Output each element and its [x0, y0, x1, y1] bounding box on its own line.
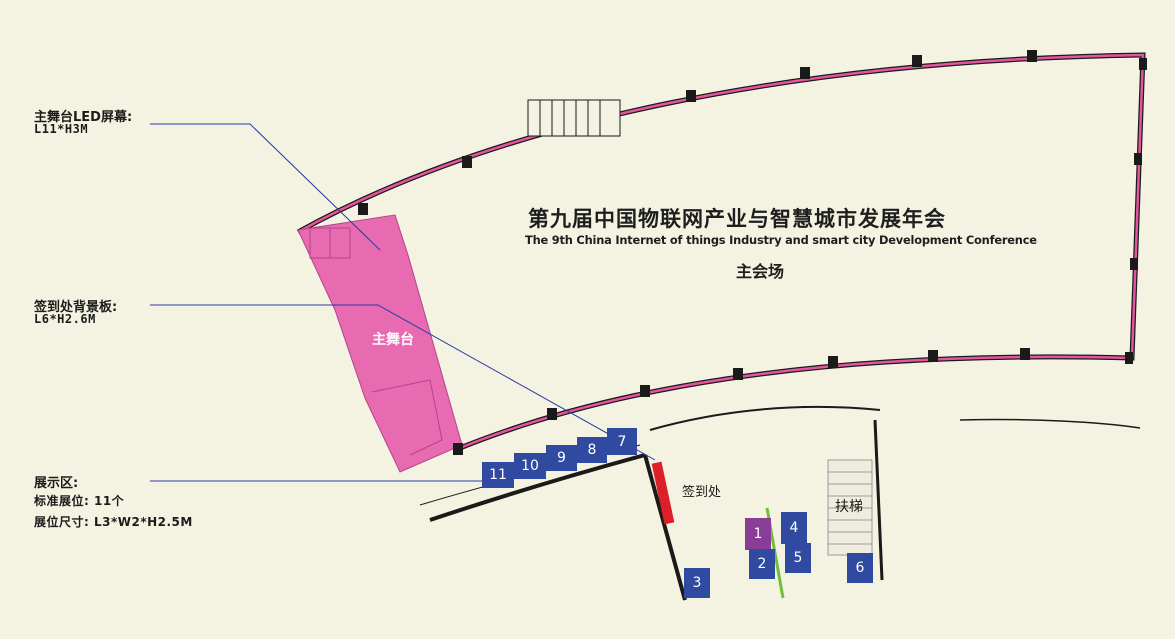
booth-11[interactable]: 11	[482, 462, 514, 488]
bottom-right-curve	[959, 418, 1141, 429]
booth-2[interactable]: 2	[749, 549, 775, 579]
top-staircase	[527, 99, 621, 137]
booth-5[interactable]: 5	[785, 543, 811, 573]
leader-lines	[150, 123, 656, 482]
booth-4[interactable]: 4	[781, 512, 807, 544]
wall-pillars	[358, 50, 1147, 455]
led-callout-title: 主舞台LED屏幕:	[34, 110, 133, 125]
booth-10[interactable]: 10	[514, 453, 546, 479]
booth-1[interactable]: 1	[745, 518, 771, 550]
exhibit-callout-size: 展位尺寸: L3*W2*H2.5M	[34, 515, 193, 529]
exhibit-callout-title: 展示区:	[34, 476, 79, 491]
escalator-steps	[827, 459, 873, 556]
stage-room-details	[309, 227, 443, 456]
signin-desk-label: 签到处	[682, 485, 722, 500]
signin-board-callout-size: L6*H2.6M	[34, 312, 96, 326]
signin-desk	[651, 461, 675, 525]
main-stage	[297, 214, 463, 473]
escalator-label: 扶梯	[835, 499, 863, 515]
corridor-upper-wall	[649, 405, 881, 431]
entrance-wall	[643, 454, 687, 601]
hall-wall-accent	[297, 53, 1145, 452]
lower-corridor-wall	[429, 453, 646, 522]
venue-title-zh: 第九届中国物联网产业与智慧城市发展年会	[528, 207, 946, 231]
booth-3[interactable]: 3	[684, 568, 710, 598]
venue-title-en: The 9th China Internet of things Industr…	[525, 233, 1037, 247]
main-stage-label: 主舞台	[372, 332, 414, 348]
led-callout-size: L11*H3M	[34, 122, 89, 136]
booth-6[interactable]: 6	[847, 553, 873, 583]
booth-9[interactable]: 9	[546, 445, 577, 471]
exhibit-callout-count: 标准展位: 11个	[34, 494, 125, 508]
booth-7[interactable]: 7	[607, 428, 637, 455]
corridor-right-wall	[873, 419, 884, 581]
booth-8[interactable]: 8	[577, 437, 607, 463]
signin-board-callout-title: 签到处背景板:	[34, 300, 118, 315]
hall-name: 主会场	[736, 262, 785, 281]
